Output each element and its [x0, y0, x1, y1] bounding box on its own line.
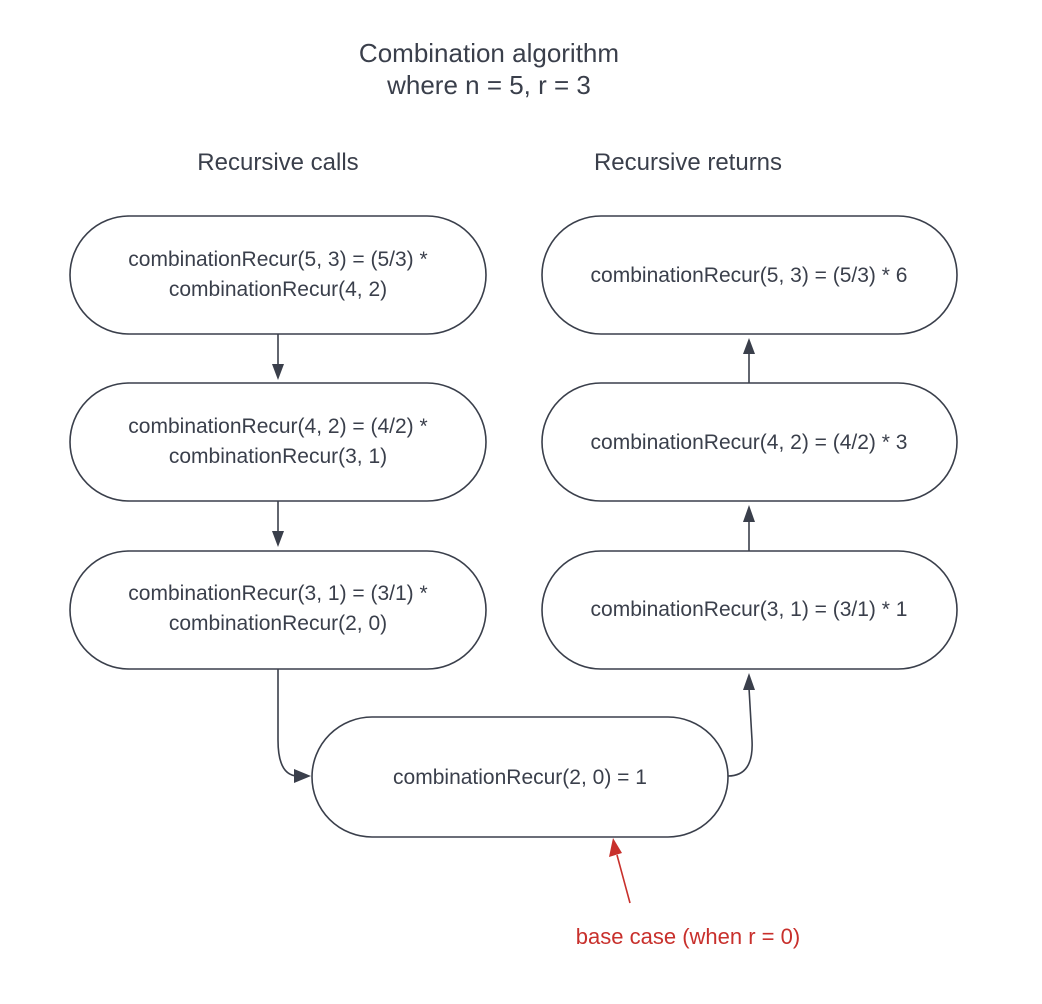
diagram-title-line-1: Combination algorithm	[359, 38, 619, 68]
base-case-annotation-arrow	[609, 838, 631, 904]
returns-column-header: Recursive returns	[594, 149, 782, 176]
base-case-annotation-line	[616, 854, 631, 904]
call-node-1-line-1: combinationRecur(5, 3) = (5/3) *	[128, 248, 427, 271]
call-to-base-arrow-head	[294, 769, 311, 783]
return-arrow-2	[743, 505, 755, 551]
return-node-2-label: combinationRecur(4, 2) = (4/2) * 3	[591, 431, 908, 454]
return-node-1-shape	[541, 215, 958, 335]
call-arrow-2-head	[272, 531, 284, 547]
call-node-3-line-1: combinationRecur(3, 1) = (3/1) *	[128, 582, 427, 605]
call-node-1: combinationRecur(5, 3) = (5/3) * combina…	[69, 215, 487, 335]
return-arrow-1-head	[743, 338, 755, 354]
base-to-return-arrow	[727, 673, 755, 777]
return-node-1: combinationRecur(5, 3) = (5/3) * 6	[541, 215, 958, 335]
base-node-shape	[311, 716, 729, 838]
call-node-3: combinationRecur(3, 1) = (3/1) * combina…	[69, 550, 487, 670]
call-node-2-line-2: combinationRecur(3, 1)	[169, 445, 387, 468]
call-node-1-line-2: combinationRecur(4, 2)	[169, 278, 387, 301]
return-node-3: combinationRecur(3, 1) = (3/1) * 1	[541, 550, 958, 670]
return-node-3-label: combinationRecur(3, 1) = (3/1) * 1	[591, 598, 908, 621]
base-case-annotation-label: base case (when r = 0)	[576, 924, 800, 949]
call-to-base-arrow-path	[277, 669, 299, 777]
call-node-2: combinationRecur(4, 2) = (4/2) * combina…	[69, 382, 487, 502]
call-to-base-arrow	[277, 669, 311, 783]
base-node-label: combinationRecur(2, 0) = 1	[393, 766, 647, 789]
base-case-annotation-head	[609, 838, 622, 857]
base-node: combinationRecur(2, 0) = 1	[311, 716, 729, 838]
call-node-2-shape	[69, 382, 487, 502]
call-arrow-2	[272, 501, 284, 547]
call-node-2-line-1: combinationRecur(4, 2) = (4/2) *	[128, 415, 427, 438]
return-arrow-1	[743, 338, 755, 383]
return-node-1-label: combinationRecur(5, 3) = (5/3) * 6	[591, 264, 908, 287]
call-arrow-1-head	[272, 364, 284, 380]
call-node-3-line-2: combinationRecur(2, 0)	[169, 612, 387, 635]
call-node-3-shape	[69, 550, 487, 670]
base-to-return-arrow-path	[727, 687, 753, 777]
base-to-return-arrow-head	[743, 673, 755, 690]
call-arrow-1	[272, 334, 284, 380]
calls-column-header: Recursive calls	[197, 149, 358, 176]
return-node-2: combinationRecur(4, 2) = (4/2) * 3	[541, 382, 958, 502]
diagram-title-line-2: where n = 5, r = 3	[386, 70, 591, 100]
return-arrow-2-head	[743, 505, 755, 522]
call-node-1-shape	[69, 215, 487, 335]
